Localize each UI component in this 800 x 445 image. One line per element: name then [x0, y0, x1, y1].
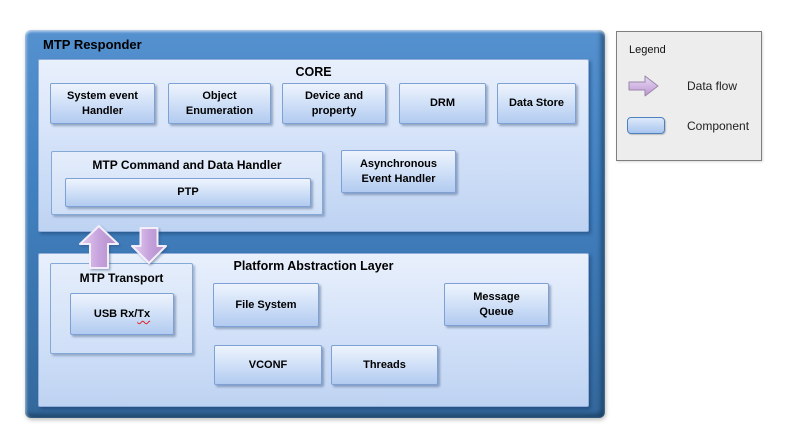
- box-device-and-property: Device and property: [282, 83, 386, 124]
- usb-tx-spellcheck-text: Tx: [137, 307, 151, 320]
- legend-component-label: Component: [687, 118, 750, 133]
- box-ptp: PTP: [65, 178, 311, 207]
- box-object-enumeration: Object Enumeration: [168, 83, 271, 124]
- down-arrow-icon: [131, 227, 167, 264]
- data-flow-arrows-icon: [79, 225, 167, 269]
- box-vconf: VCONF: [214, 345, 322, 385]
- box-threads: Threads: [331, 345, 438, 385]
- usb-rx-tx-label: USB Rx/: [93, 307, 138, 320]
- box-usb-rx-tx: USB Rx/ Tx: [70, 293, 174, 335]
- legend-item-component: Component: [627, 117, 749, 134]
- box-message-queue: Message Queue: [444, 283, 549, 326]
- box-drm: DRM: [399, 83, 486, 124]
- legend-panel: Legend Data flow Component: [616, 31, 762, 161]
- box-system-event-handler: System event Handler: [50, 83, 155, 124]
- platform-abstraction-layer-title: Platform Abstraction Layer: [233, 259, 394, 273]
- legend-item-data-flow: Data flow: [627, 74, 737, 98]
- data-flow-arrow-icon: [628, 75, 659, 97]
- mtp-responder-container: MTP Responder CORE System event Handler …: [25, 30, 605, 418]
- up-arrow-icon: [79, 225, 119, 269]
- box-asynchronous-event-handler: Asynchronous Event Handler: [341, 150, 456, 193]
- box-data-store: Data Store: [497, 83, 576, 124]
- component-swatch-icon: [627, 117, 665, 134]
- mtp-command-data-handler-label: MTP Command and Data Handler: [92, 158, 282, 172]
- mtp-responder-title: MTP Responder: [43, 37, 142, 52]
- box-file-system: File System: [213, 283, 319, 327]
- legend-data-flow-label: Data flow: [687, 79, 738, 93]
- mtp-transport-label: MTP Transport: [79, 271, 164, 285]
- core-layer-title: CORE: [295, 65, 332, 79]
- legend-title: Legend: [629, 44, 666, 56]
